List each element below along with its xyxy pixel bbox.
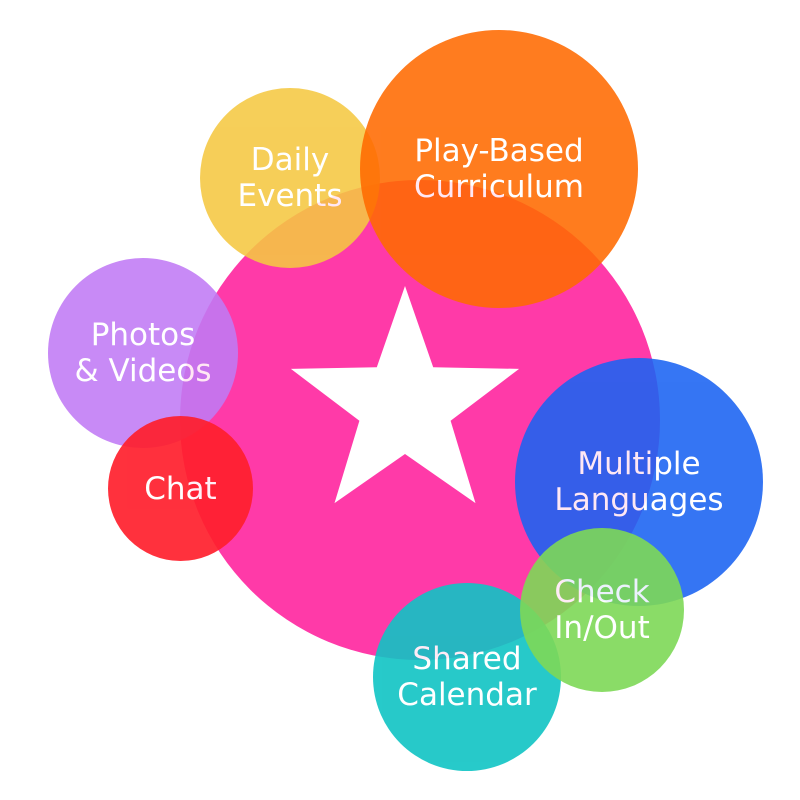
photos-videos-bubble[interactable]: Photos & Videos bbox=[48, 258, 238, 448]
chat-bubble[interactable]: Chat bbox=[108, 416, 253, 561]
star-icon bbox=[290, 286, 520, 504]
check-in-out-bubble[interactable]: Check In/Out bbox=[520, 528, 684, 692]
chat-label: Chat bbox=[144, 470, 217, 507]
shared-calendar-bubble[interactable]: Shared Calendar bbox=[373, 583, 561, 771]
shared-calendar-label-line2: Calendar bbox=[397, 677, 537, 713]
photos-videos-label-line1: Photos bbox=[90, 317, 196, 353]
daily-events-label-line2: Events bbox=[237, 178, 343, 214]
multiple-languages-label-line2: Languages bbox=[554, 482, 724, 518]
play-based-label-line2: Curriculum bbox=[413, 169, 584, 205]
check-in-out-label-line1: Check bbox=[554, 574, 650, 610]
play-based-label-line1: Play-Based bbox=[414, 133, 584, 169]
daily-events-bubble[interactable]: Daily Events bbox=[200, 88, 380, 268]
photos-videos-label-line2: & Videos bbox=[74, 353, 212, 389]
play-based-curriculum-bubble[interactable]: Play-Based Curriculum bbox=[360, 30, 638, 308]
check-in-out-label-line2: In/Out bbox=[554, 610, 650, 646]
daily-events-label-line1: Daily bbox=[250, 142, 330, 178]
shared-calendar-label-line1: Shared bbox=[412, 641, 522, 677]
multiple-languages-label-line1: Multiple bbox=[577, 446, 701, 482]
